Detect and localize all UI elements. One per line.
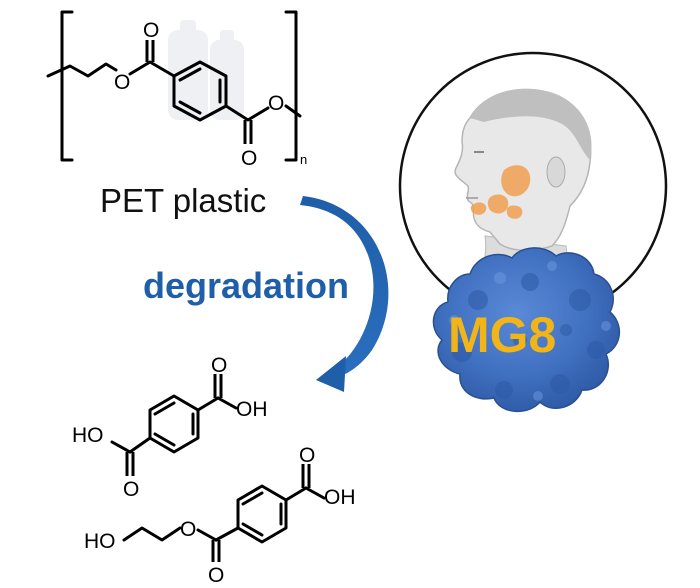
ester-oxygen-left: O [114,71,130,94]
degradation-label: degradation [143,265,349,306]
svg-text:O: O [211,354,227,377]
svg-text:O: O [180,518,196,541]
degradation-arrow [300,196,389,392]
pet-structure: O O O O n [46,10,307,170]
ester-bond-right [224,104,270,122]
carbonyl-right [243,120,253,144]
carbonyl-left [145,40,155,62]
svg-text:O: O [123,478,139,501]
pet-plastic-label: PET plastic [100,182,266,219]
bottle-watermark [168,20,244,120]
ester-oxygen-right: O [268,92,284,115]
enzyme-label: MG8 [448,307,556,363]
carbonyl-oxygen-left: O [143,19,159,42]
ethylene-chain [46,62,118,78]
carbonyl-oxygen-right: O [241,147,257,170]
ester-bond-left [128,60,176,78]
svg-text:O: O [208,564,224,587]
left-bracket [60,10,74,162]
tpa-oh: OH [236,398,268,421]
salivary-glands [470,165,531,219]
mhet-ho: HO [84,530,116,553]
repeat-subscript: n [300,152,307,167]
tpa-ho: HO [72,424,104,447]
right-bracket [284,10,298,162]
mhet-oh: OH [324,486,356,509]
svg-text:O: O [299,444,315,467]
mhet: O OH O O HO [84,444,356,587]
enzyme-blob [432,247,620,412]
terephthalic-acid: O OH HO O [72,354,268,501]
